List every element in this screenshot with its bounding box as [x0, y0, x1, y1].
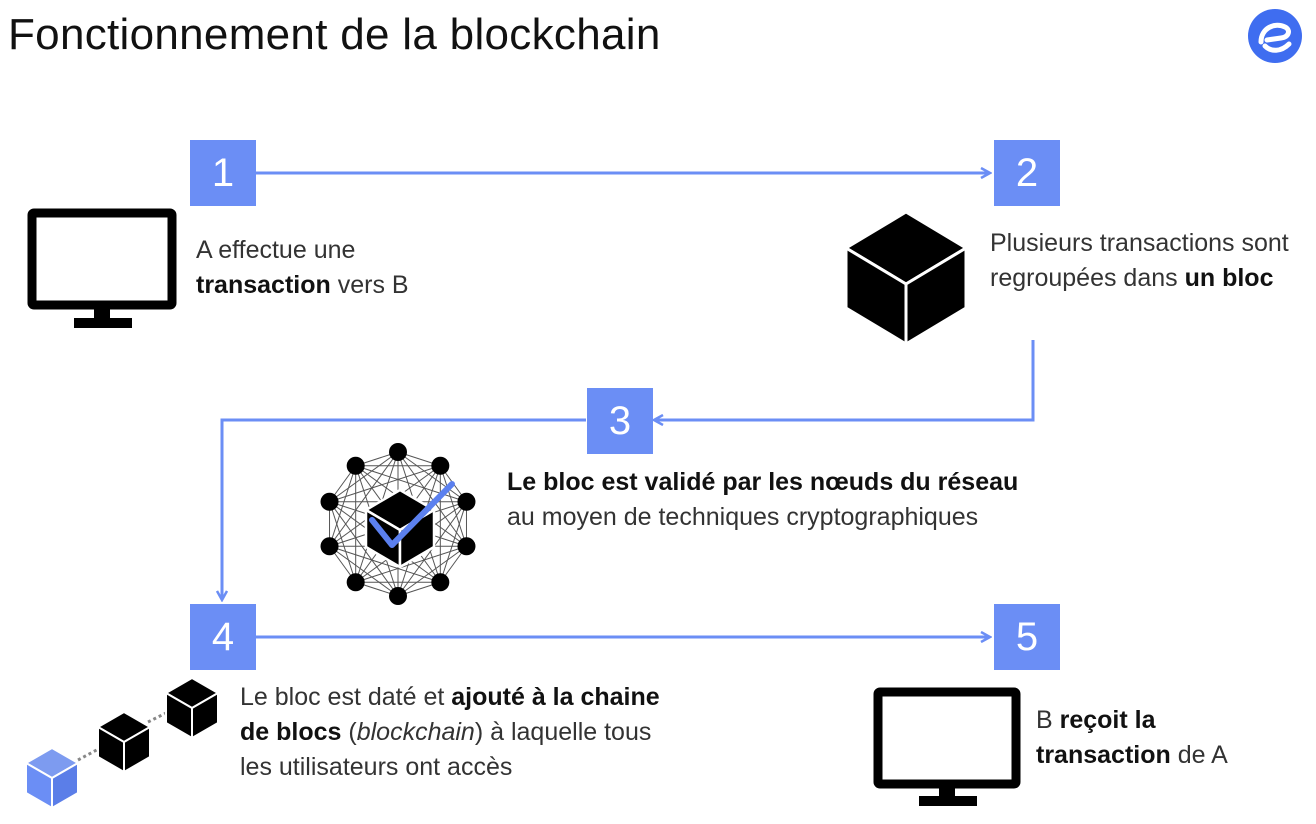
network-node	[346, 573, 365, 592]
arrow-3-4	[222, 418, 586, 600]
step-2-text: Plusieurs transactions sont regroupées d…	[990, 229, 1289, 292]
step-1-text: A effectue une transaction vers B	[196, 236, 409, 299]
step-3-text: Le bloc est validé par les nœuds du rése…	[507, 468, 1019, 531]
network-node	[320, 537, 339, 556]
network-edge	[329, 545, 441, 583]
step-1-number: 1	[190, 140, 256, 206]
step-5-text: B reçoit la transaction de A	[1036, 706, 1228, 769]
network-edge	[355, 545, 467, 583]
network-validation-icon	[320, 443, 476, 605]
logo-icon	[1248, 9, 1302, 63]
arrow-2-3	[654, 340, 1035, 420]
monitor-icon	[27, 208, 177, 328]
network-node	[431, 573, 450, 592]
monitor-icon	[873, 687, 1021, 806]
network-node	[320, 492, 339, 511]
network-node	[457, 537, 476, 556]
network-node	[346, 456, 365, 475]
page-title: Fonctionnement de la blockchain	[8, 10, 661, 59]
network-node	[457, 492, 476, 511]
step-5-number: 5	[994, 604, 1060, 670]
network-node	[431, 456, 450, 475]
network-node	[389, 443, 407, 461]
step-2-number: 2	[994, 140, 1060, 206]
step-4-text: Le bloc est daté et ajouté à la chaine d…	[240, 683, 660, 781]
blockchain-icon	[25, 677, 219, 809]
step-3-number: 3	[587, 388, 653, 454]
network-edge	[355, 465, 467, 503]
network-node	[389, 587, 407, 605]
network-edge	[329, 451, 399, 547]
network-edge	[397, 451, 467, 547]
cube-icon	[844, 210, 968, 346]
network-edge	[329, 545, 399, 597]
network-edge	[329, 465, 441, 503]
step-4-number: 4	[190, 604, 256, 670]
network-edge	[329, 465, 357, 547]
network-edge	[329, 501, 399, 597]
network-edge	[329, 501, 357, 583]
